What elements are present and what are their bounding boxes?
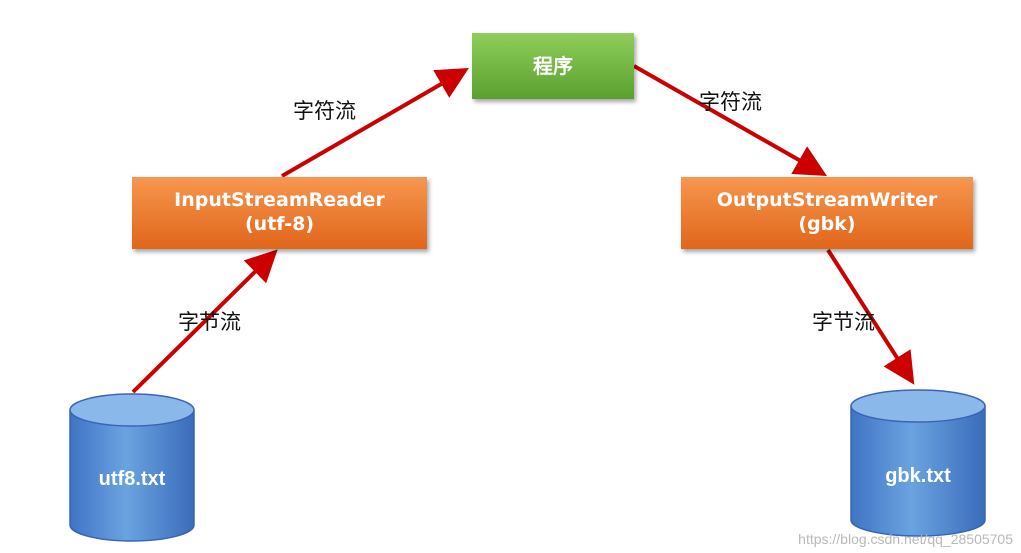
program-label: 程序 (533, 53, 573, 78)
watermark: https://blog.csdn.net/qq_28505705 (798, 531, 1013, 547)
program-node: 程序 (472, 33, 634, 99)
target-file-label: gbk.txt (885, 465, 951, 487)
edge-label-writer-to-file: 字节流 (812, 310, 875, 334)
edge-label-file-to-reader: 字节流 (178, 310, 241, 334)
arrow-writer-to-file (826, 248, 915, 385)
writer-line2: (gbk) (798, 213, 856, 235)
edge-label-program-to-writer: 字符流 (699, 90, 762, 114)
reader-line2: (utf-8) (244, 213, 314, 235)
cylinder-utf8 (69, 393, 195, 542)
output-stream-writer-node: OutputStreamWriter (gbk) (681, 177, 973, 249)
arrow-program-to-writer (633, 64, 827, 176)
cylinder-gbk (850, 389, 986, 537)
input-stream-reader-node: InputStreamReader (utf-8) (132, 177, 427, 249)
arrow-reader-to-program (280, 67, 469, 178)
edge-label-reader-to-program: 字符流 (293, 99, 356, 123)
source-file-label: utf8.txt (98, 468, 166, 490)
arrow-file-to-reader (131, 249, 278, 394)
reader-line1: InputStreamReader (174, 189, 385, 212)
writer-line1: OutputStreamWriter (716, 189, 938, 212)
